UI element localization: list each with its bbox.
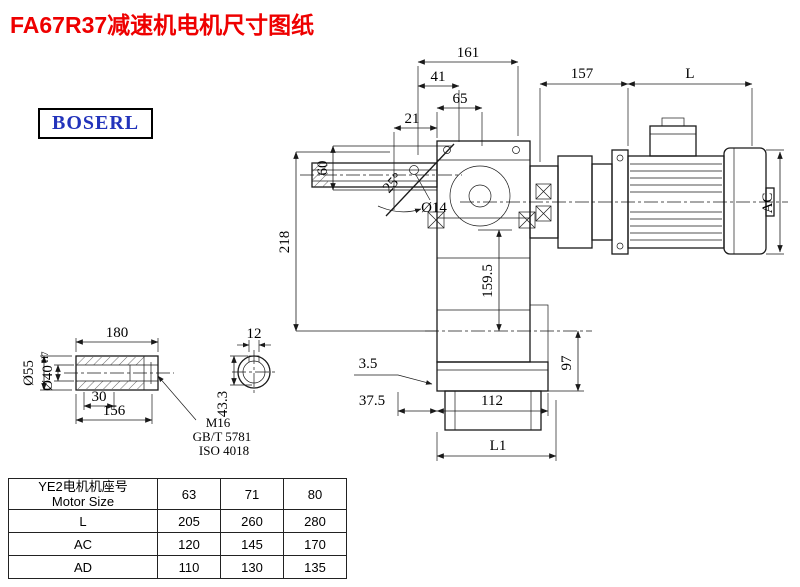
bolt-hole bbox=[409, 165, 419, 175]
dim-156-label: 156 bbox=[103, 403, 126, 419]
note-m16: M16 bbox=[206, 415, 231, 430]
dim-97-label: 97 bbox=[559, 355, 575, 371]
dim-65-label: 65 bbox=[453, 91, 468, 107]
bearing-symbol bbox=[427, 211, 445, 229]
main-view: 161 41 65 21 157 L bbox=[277, 45, 788, 461]
dim-43-3-label: 43.3 bbox=[215, 391, 231, 417]
table-row-AD: AD 110 130 135 bbox=[8, 555, 347, 579]
dim-159-5-label: 159.5 bbox=[480, 264, 496, 298]
dim-L1-label: L1 bbox=[490, 438, 507, 454]
dim-60-label: 60 bbox=[315, 161, 331, 176]
dimensions-main: 161 41 65 21 157 L bbox=[277, 45, 784, 461]
dimensions-detail: 180 Ø55 Ø40 H7 30 156 bbox=[21, 325, 271, 458]
dim-angle-label: 25° bbox=[380, 170, 406, 196]
note-gbt-5781: GB/T 5781 bbox=[193, 429, 252, 444]
bearing-symbol bbox=[518, 211, 536, 229]
table-cell: 110 bbox=[157, 555, 221, 579]
shaft-end-view bbox=[237, 355, 271, 389]
slanted-face bbox=[377, 143, 455, 217]
dim-218-label: 218 bbox=[277, 231, 293, 254]
table-cell: 120 bbox=[157, 532, 221, 556]
dim-dia14-label: Ø14 bbox=[421, 200, 447, 216]
dim-41-label: 41 bbox=[431, 69, 446, 85]
table-cell: 170 bbox=[283, 532, 347, 556]
shaft-stub bbox=[765, 187, 775, 217]
dim-157-label: 157 bbox=[571, 66, 594, 82]
table-cell: 135 bbox=[283, 555, 347, 579]
gearbox-body bbox=[436, 140, 531, 363]
dim-AC-label: AC bbox=[760, 193, 776, 214]
table-cell: 260 bbox=[220, 509, 284, 533]
dim-dia40-tolerance: H7 bbox=[40, 351, 50, 362]
motor-size-table: YE2电机机座号 Motor Size 63 71 80 L 205 260 2… bbox=[8, 478, 347, 579]
table-cell: 280 bbox=[283, 509, 347, 533]
table-header-en: Motor Size bbox=[51, 494, 115, 509]
side-flange bbox=[529, 304, 549, 363]
bearing-symbol bbox=[535, 205, 552, 222]
dim-dia40-label: Ø40 bbox=[40, 365, 56, 391]
table-header-cn: YE2电机机座号 bbox=[38, 479, 128, 494]
dim-37-5-label: 37.5 bbox=[359, 393, 385, 409]
brand-logo: BOSERL bbox=[38, 108, 154, 139]
dim-3-5-label: 3.5 bbox=[359, 356, 378, 372]
keyway bbox=[248, 355, 260, 362]
technical-drawing: 161 41 65 21 157 L bbox=[21, 45, 788, 461]
dim-L-label: L bbox=[685, 66, 694, 82]
shaft-detail-view: 180 Ø55 Ø40 H7 30 156 bbox=[21, 325, 276, 458]
note-iso-4018: ISO 4018 bbox=[199, 443, 249, 458]
gearbox-housing bbox=[427, 140, 549, 431]
table-header-row: YE2电机机座号 Motor Size 63 71 80 bbox=[8, 478, 347, 510]
row-label: AC bbox=[8, 532, 158, 556]
table-row-AC: AC 120 145 170 bbox=[8, 532, 347, 556]
dim-30-label: 30 bbox=[92, 389, 107, 405]
dim-161-label: 161 bbox=[457, 45, 480, 61]
dim-112-label: 112 bbox=[481, 393, 503, 409]
table-cell: 130 bbox=[220, 555, 284, 579]
table-row-L: L 205 260 280 bbox=[8, 509, 347, 533]
table-size-71: 71 bbox=[220, 478, 284, 510]
table-header-motor-size: YE2电机机座号 Motor Size bbox=[8, 478, 158, 510]
table-cell: 145 bbox=[220, 532, 284, 556]
dim-180-label: 180 bbox=[106, 325, 129, 341]
row-label: L bbox=[8, 509, 158, 533]
dim-dia55-label: Ø55 bbox=[21, 360, 37, 386]
dim-21-label: 21 bbox=[405, 111, 420, 127]
table-size-63: 63 bbox=[157, 478, 221, 510]
terminal-box bbox=[649, 125, 697, 157]
bottom-flange bbox=[436, 361, 549, 392]
row-label: AD bbox=[8, 555, 158, 579]
dim-12-label: 12 bbox=[247, 326, 262, 342]
bearing-symbol bbox=[535, 183, 552, 200]
page-title: FA67R37减速机电机尺寸图纸 bbox=[10, 12, 315, 38]
table-cell: 205 bbox=[157, 509, 221, 533]
table-size-80: 80 bbox=[283, 478, 347, 510]
motor bbox=[611, 117, 775, 255]
motor-fins bbox=[630, 163, 722, 241]
shaft-section bbox=[75, 355, 159, 391]
